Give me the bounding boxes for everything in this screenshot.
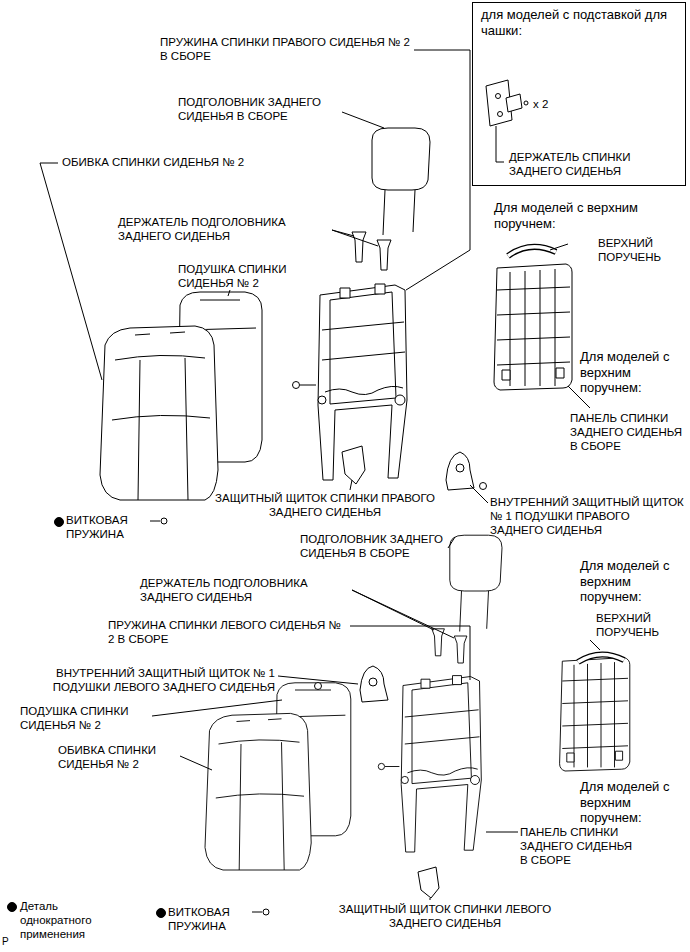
part-label: ВНУТРЕННИЙ ЗАЩИТНЫЙ ЩИТОК № 1 ПОДУШКИ ЛЕ…	[20, 667, 275, 695]
part-label: ПОДГОЛОВНИК ЗАДНЕГО СИДЕНЬЯ В СБОРЕ	[300, 533, 446, 561]
part-label: ЗАЩИТНЫЙ ЩИТОК СПИНКИ ПРАВОГО ЗАДНЕГО СИ…	[215, 492, 435, 520]
legend-text: Деталь однократного применения	[20, 900, 120, 941]
part-label: ПОДГОЛОВНИК ЗАДНЕГО СИДЕНЬЯ В СБОРЕ	[178, 96, 338, 124]
part-label: ДЕРЖАТЕЛЬ СПИНКИ ЗАДНЕГО СИДЕНЬЯ	[509, 151, 679, 179]
figure-code: P	[2, 936, 22, 948]
inset-box: для моделей с подставкой для чашки: x 2 ДЕ…	[472, 2, 686, 186]
condition-note: Для моделей с верхним поручнем:	[580, 349, 670, 396]
inset-heading: для моделей с подставкой для чашки:	[481, 7, 679, 38]
part-label: ВИТКОВАЯ ПРУЖИНА	[168, 906, 250, 934]
legend-symbol	[8, 903, 17, 912]
part-label: ПРУЖИНА СПИНКИ ЛЕВОГО СИДЕНЬЯ № 2 В СБОР…	[108, 619, 348, 647]
part-label: ВИТКОВАЯ ПРУЖИНА	[66, 514, 148, 542]
condition-note: Для моделей с верхним поручнем:	[580, 779, 670, 826]
part-label: ПОДУШКА СПИНКИ СИДЕНЬЯ № 2	[178, 263, 306, 291]
condition-note: Для моделей с верхним поручнем:	[580, 558, 670, 605]
condition-note: Для моделей с верхним поручнем:	[494, 200, 664, 231]
part-label: ПРУЖИНА СПИНКИ ПРАВОГО СИДЕНЬЯ № 2 В СБО…	[160, 36, 410, 64]
part-label: ВЕРХНИЙ ПОРУЧЕНЬ	[596, 612, 680, 640]
part-label: ВНУТРЕННИЙ ЗАЩИТНЫЙ ЩИТОК № 1 ПОДУШКИ ПР…	[490, 496, 686, 537]
single-use-mark	[157, 909, 166, 918]
part-label: ДЕРЖАТЕЛЬ ПОДГОЛОВНИКА ЗАДНЕГО СИДЕНЬЯ	[140, 577, 352, 605]
part-label: ОБИВКА СПИНКИ СИДЕНЬЯ № 2	[62, 156, 302, 170]
part-label: ВЕРХНИЙ ПОРУЧЕНЬ	[598, 237, 682, 265]
quantity: x 2	[533, 98, 573, 112]
part-label: ПАНЕЛЬ СПИНКИ ЗАДНЕГО СИДЕНЬЯ В СБОРЕ	[570, 412, 686, 453]
part-label: ДЕРЖАТЕЛЬ ПОДГОЛОВНИКА ЗАДНЕГО СИДЕНЬЯ	[118, 216, 330, 244]
part-label: ОБИВКА СПИНКИ СИДЕНЬЯ № 2	[58, 744, 180, 772]
part-label: ПАНЕЛЬ СПИНКИ ЗАДНЕГО СИДЕНЬЯ В СБОРЕ	[520, 826, 638, 867]
part-label: ЗАЩИТНЫЙ ЩИТОК СПИНКИ ЛЕВОГО ЗАДНЕГО СИД…	[320, 903, 570, 931]
single-use-mark	[55, 518, 64, 527]
part-label: ПОДУШКА СПИНКИ СИДЕНЬЯ № 2	[20, 705, 150, 733]
